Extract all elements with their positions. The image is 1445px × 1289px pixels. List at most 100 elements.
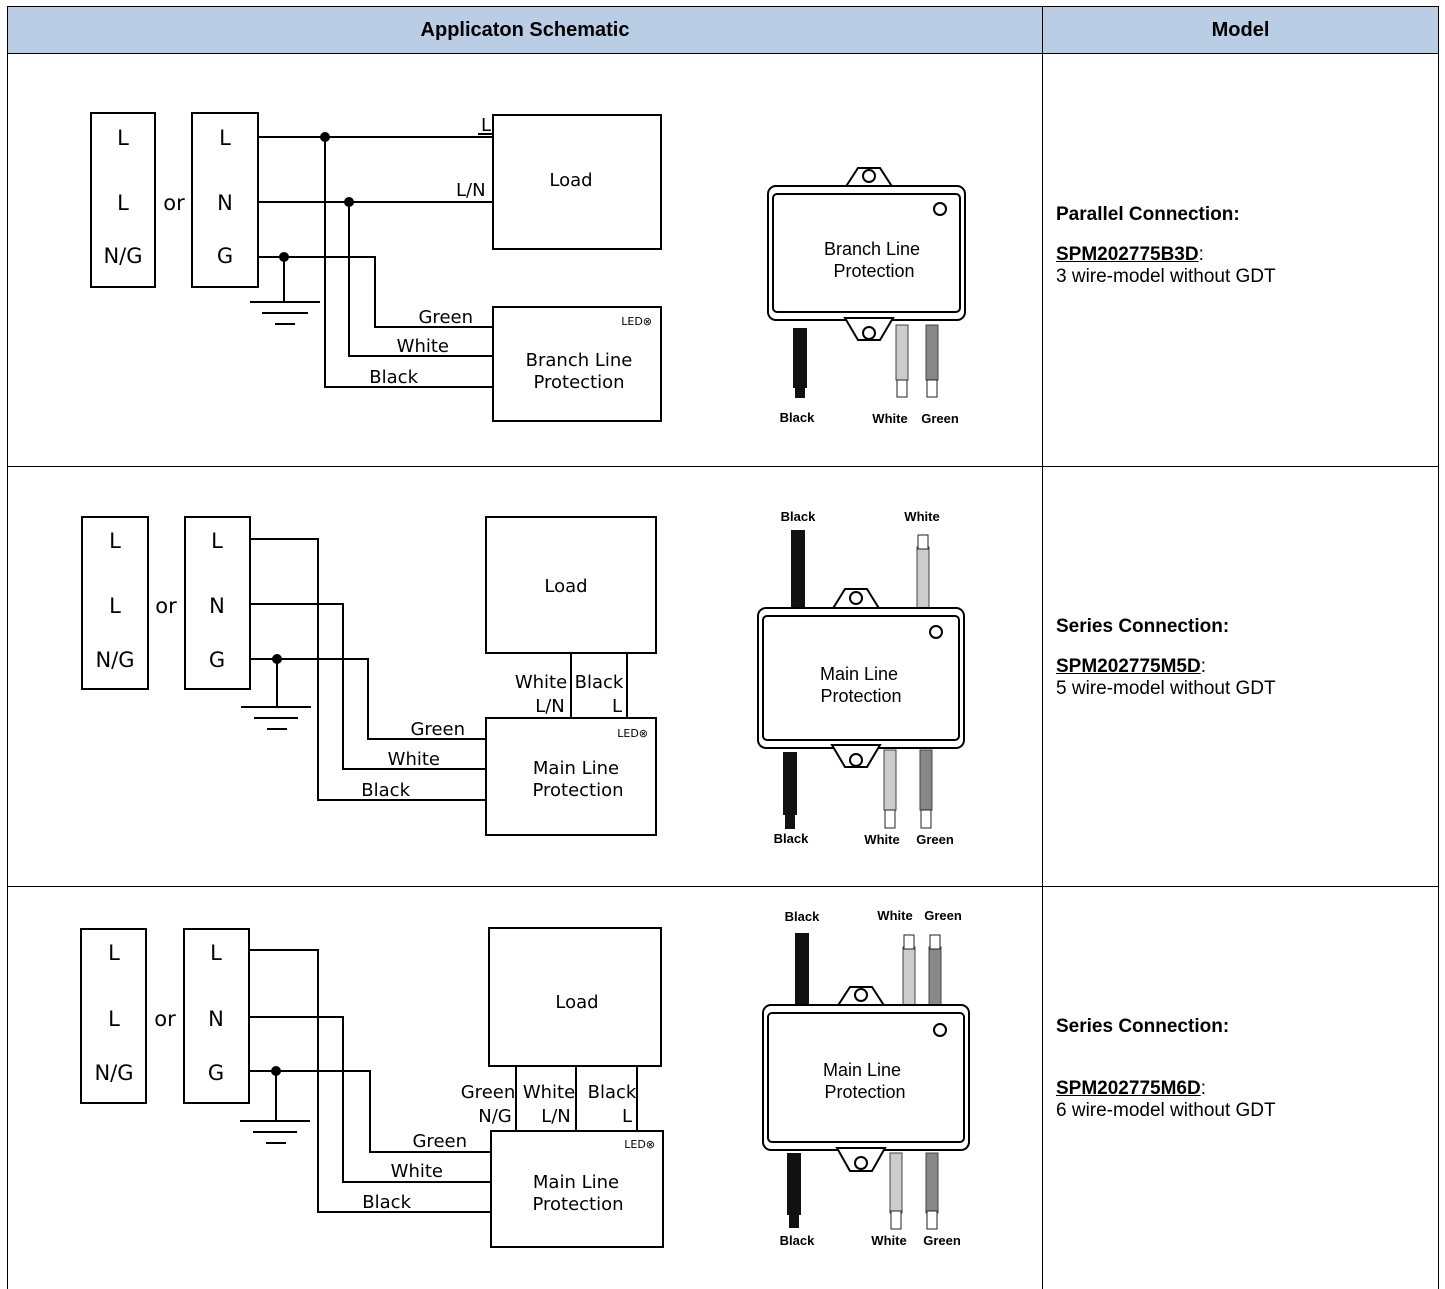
source-left-label-3: N/G bbox=[94, 1061, 133, 1085]
main-line-protector-device: Main Line Protection Black White Green B… bbox=[762, 908, 970, 1248]
load-wire-green: Green bbox=[461, 1082, 516, 1103]
table-column-divider bbox=[1042, 54, 1043, 1289]
connection-type: Parallel Connection: bbox=[1056, 204, 1240, 225]
protector-label-1: Branch Line bbox=[526, 350, 633, 371]
source-right-label-1: L bbox=[210, 941, 222, 965]
model-description: 6 wire-model without GDT bbox=[1056, 1100, 1276, 1121]
table-border-right bbox=[1438, 54, 1439, 1289]
load-label: Load bbox=[549, 170, 592, 191]
device-label-1: Branch Line bbox=[824, 239, 920, 259]
wire-label-green: Green bbox=[418, 307, 473, 328]
or-label: or bbox=[163, 191, 185, 215]
load-terminal-ln: L/N bbox=[535, 696, 565, 717]
source-right-label-3: G bbox=[209, 648, 225, 672]
led-indicator-label: LED⊗ bbox=[621, 315, 652, 328]
source-right-label-2: N bbox=[217, 191, 233, 215]
device-label-1: Main Line bbox=[823, 1060, 901, 1080]
source-right-label-2: N bbox=[208, 1007, 224, 1031]
model-description: 3 wire-model without GDT bbox=[1056, 266, 1276, 287]
device-wire-white: White bbox=[864, 832, 899, 847]
part-suffix: : bbox=[1200, 656, 1206, 677]
wire-label-white: White bbox=[397, 336, 449, 357]
load-terminal-l: L bbox=[612, 696, 622, 717]
part-suffix: : bbox=[1200, 1078, 1206, 1099]
device-label-2: Protection bbox=[833, 261, 914, 281]
source-left-label-1: L bbox=[109, 529, 121, 553]
row-divider-2 bbox=[7, 886, 1439, 887]
load-wire-white: White bbox=[523, 1082, 575, 1103]
device-wire-black: Black bbox=[774, 831, 809, 846]
device-top-wire-black: Black bbox=[781, 509, 816, 524]
model-description: 5 wire-model without GDT bbox=[1056, 678, 1276, 699]
source-left-label-1: L bbox=[108, 941, 120, 965]
source-left-label-2: L bbox=[117, 191, 129, 215]
load-wire-black: Black bbox=[575, 672, 624, 693]
part-suffix: : bbox=[1198, 244, 1204, 265]
table-border-left bbox=[7, 54, 8, 1289]
device-wire-white: White bbox=[872, 411, 907, 426]
source-left-label-3: N/G bbox=[95, 648, 134, 672]
device-wire-green: Green bbox=[923, 1233, 961, 1248]
protector-label-2: Protection bbox=[533, 372, 624, 393]
wire-label-white: White bbox=[388, 749, 440, 770]
device-top-wire-white: White bbox=[904, 509, 939, 524]
or-label: or bbox=[154, 1007, 176, 1031]
wire-label-white: White bbox=[391, 1161, 443, 1182]
load-label: Load bbox=[544, 576, 587, 597]
load-label: Load bbox=[555, 992, 598, 1013]
source-right-label-3: G bbox=[208, 1061, 224, 1085]
device-top-wire-green: Green bbox=[924, 908, 962, 923]
led-indicator-label: LED⊗ bbox=[624, 1138, 655, 1151]
protector-label-2: Protection bbox=[532, 780, 623, 801]
wire-label-black: Black bbox=[369, 367, 418, 388]
source-right-label-1: L bbox=[211, 529, 223, 553]
source-left-label-1: L bbox=[117, 126, 129, 150]
load-wire-black: Black bbox=[588, 1082, 637, 1103]
connection-type: Series Connection: bbox=[1056, 1016, 1230, 1037]
series-6wire-schematic: L L N/G or L N G Load Green White Black … bbox=[80, 908, 970, 1248]
part-number-link[interactable]: SPM202775M6D bbox=[1056, 1078, 1201, 1099]
load-terminal-l: L bbox=[481, 115, 491, 136]
load-terminal-ln: L/N bbox=[456, 180, 486, 201]
load-wire-white: White bbox=[515, 672, 567, 693]
model-cell-3: Series Connection: SPM202775M6D: 6 wire-… bbox=[1056, 1016, 1426, 1122]
source-right-label-1: L bbox=[219, 126, 231, 150]
wire-label-black: Black bbox=[361, 780, 410, 801]
device-label-2: Protection bbox=[820, 686, 901, 706]
device-top-wire-black: Black bbox=[785, 909, 820, 924]
wire-label-green: Green bbox=[412, 1131, 467, 1152]
part-number-link[interactable]: SPM202775B3D bbox=[1056, 244, 1199, 265]
source-left-label-2: L bbox=[109, 594, 121, 618]
part-number-link[interactable]: SPM202775M5D bbox=[1056, 656, 1201, 677]
device-wire-green: Green bbox=[916, 832, 954, 847]
protector-label-2: Protection bbox=[532, 1194, 623, 1215]
device-top-wire-white: White bbox=[877, 908, 912, 923]
device-wire-black: Black bbox=[780, 410, 815, 425]
device-wire-white: White bbox=[871, 1233, 906, 1248]
device-label-2: Protection bbox=[824, 1082, 905, 1102]
device-wire-green: Green bbox=[921, 411, 959, 426]
or-label: or bbox=[155, 594, 177, 618]
model-column-header: Model bbox=[1042, 6, 1439, 54]
load-terminal-ng: N/G bbox=[478, 1106, 511, 1127]
source-right-label-3: G bbox=[217, 244, 233, 268]
wire-label-green: Green bbox=[410, 719, 465, 740]
led-indicator-label: LED⊗ bbox=[617, 727, 648, 740]
load-terminal-l: L bbox=[622, 1106, 632, 1127]
device-label-1: Main Line bbox=[820, 664, 898, 684]
source-left-label-2: L bbox=[108, 1007, 120, 1031]
connection-type: Series Connection: bbox=[1056, 616, 1230, 637]
source-right-label-2: N bbox=[209, 594, 225, 618]
main-line-protector-device: Main Line Protection Black White Black W… bbox=[757, 509, 965, 847]
protector-label-1: Main Line bbox=[533, 758, 619, 779]
protector-label-1: Main Line bbox=[533, 1172, 619, 1193]
series-5wire-schematic: L L N/G or L N G Load White Black L/N L … bbox=[81, 509, 965, 847]
row-divider-1 bbox=[7, 466, 1439, 467]
wire-label-black: Black bbox=[362, 1192, 411, 1213]
load-terminal-ln: L/N bbox=[541, 1106, 571, 1127]
branch-line-protector-device: Branch Line Protection Black White Green bbox=[767, 167, 966, 426]
parallel-schematic: L L N/G or L N G L L/N Load Green White … bbox=[90, 112, 966, 426]
device-wire-black: Black bbox=[780, 1233, 815, 1248]
model-cell-2: Series Connection: SPM202775M5D: 5 wire-… bbox=[1056, 616, 1426, 700]
